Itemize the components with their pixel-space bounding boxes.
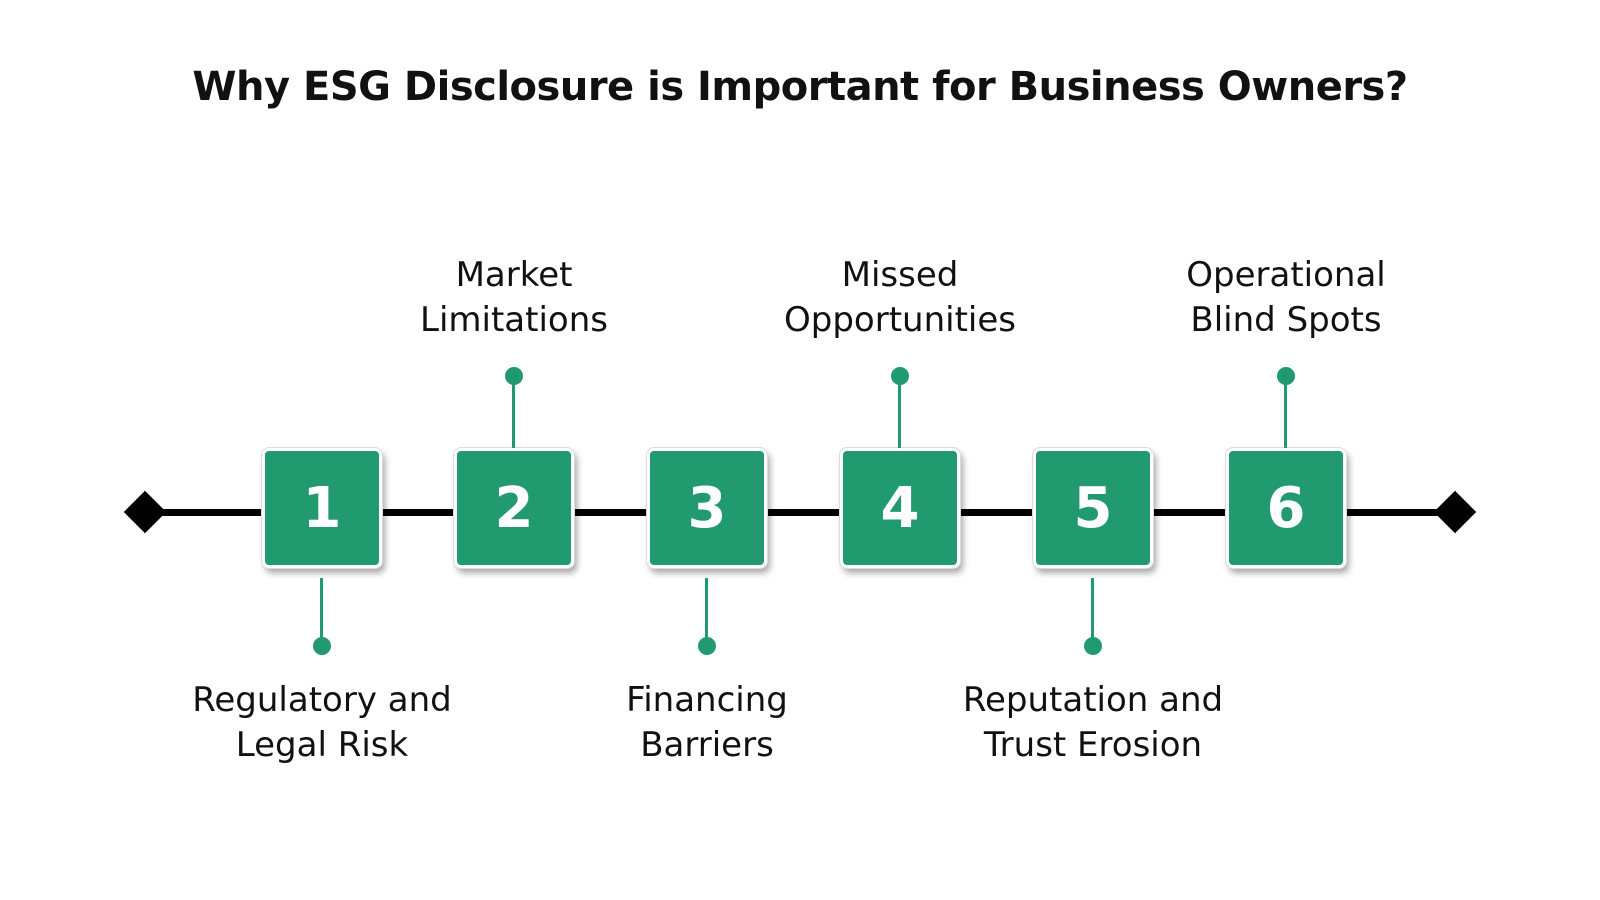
step-3-connector bbox=[705, 578, 708, 642]
step-2-label-line1: Market bbox=[455, 255, 573, 295]
step-1-box: 1 bbox=[262, 448, 382, 568]
step-3-label: Financing Barriers bbox=[547, 678, 867, 768]
step-4-label: Missed Opportunities bbox=[740, 253, 1060, 343]
step-4-connector bbox=[898, 378, 901, 448]
step-5-connector bbox=[1091, 578, 1094, 642]
timeline-start-diamond bbox=[123, 490, 167, 534]
step-2-dot bbox=[505, 367, 523, 385]
step-2-label-line2: Limitations bbox=[420, 300, 608, 340]
step-6-label: Operational Blind Spots bbox=[1126, 253, 1446, 343]
step-1-number: 1 bbox=[302, 475, 342, 541]
step-4-box: 4 bbox=[840, 448, 960, 568]
step-1-connector bbox=[320, 578, 323, 642]
step-5-label: Reputation and Trust Erosion bbox=[933, 678, 1253, 768]
step-5-box: 5 bbox=[1033, 448, 1153, 568]
step-5-dot bbox=[1084, 637, 1102, 655]
step-1-label-line2: Legal Risk bbox=[235, 725, 409, 765]
step-1-dot bbox=[313, 637, 331, 655]
step-3-number: 3 bbox=[687, 475, 727, 541]
step-3-label-line2: Barriers bbox=[640, 725, 774, 765]
step-1-label: Regulatory and Legal Risk bbox=[162, 678, 482, 768]
step-6-label-line2: Blind Spots bbox=[1190, 300, 1382, 340]
step-1-label-line1: Regulatory and bbox=[192, 680, 452, 720]
step-4-number: 4 bbox=[880, 475, 920, 541]
step-6-box: 6 bbox=[1226, 448, 1346, 568]
step-6-number: 6 bbox=[1266, 475, 1306, 541]
step-3-box: 3 bbox=[647, 448, 767, 568]
step-4-label-line2: Opportunities bbox=[784, 300, 1016, 340]
step-4-dot bbox=[891, 367, 909, 385]
step-5-label-line1: Reputation and bbox=[962, 680, 1224, 720]
step-5-number: 5 bbox=[1073, 475, 1113, 541]
step-5-label-line2: Trust Erosion bbox=[983, 725, 1203, 765]
step-3-dot bbox=[698, 637, 716, 655]
step-2-label: Market Limitations bbox=[354, 253, 674, 343]
step-2-box: 2 bbox=[454, 448, 574, 568]
step-6-connector bbox=[1284, 378, 1287, 448]
step-2-number: 2 bbox=[494, 475, 534, 541]
diagram-title: Why ESG Disclosure is Important for Busi… bbox=[192, 64, 1408, 110]
step-4-label-line1: Missed bbox=[841, 255, 959, 295]
step-3-label-line1: Financing bbox=[626, 680, 788, 720]
timeline-line bbox=[144, 509, 1456, 516]
timeline-end-diamond bbox=[1433, 490, 1477, 534]
step-6-label-line1: Operational bbox=[1186, 255, 1386, 295]
step-2-connector bbox=[512, 378, 515, 448]
step-6-dot bbox=[1277, 367, 1295, 385]
